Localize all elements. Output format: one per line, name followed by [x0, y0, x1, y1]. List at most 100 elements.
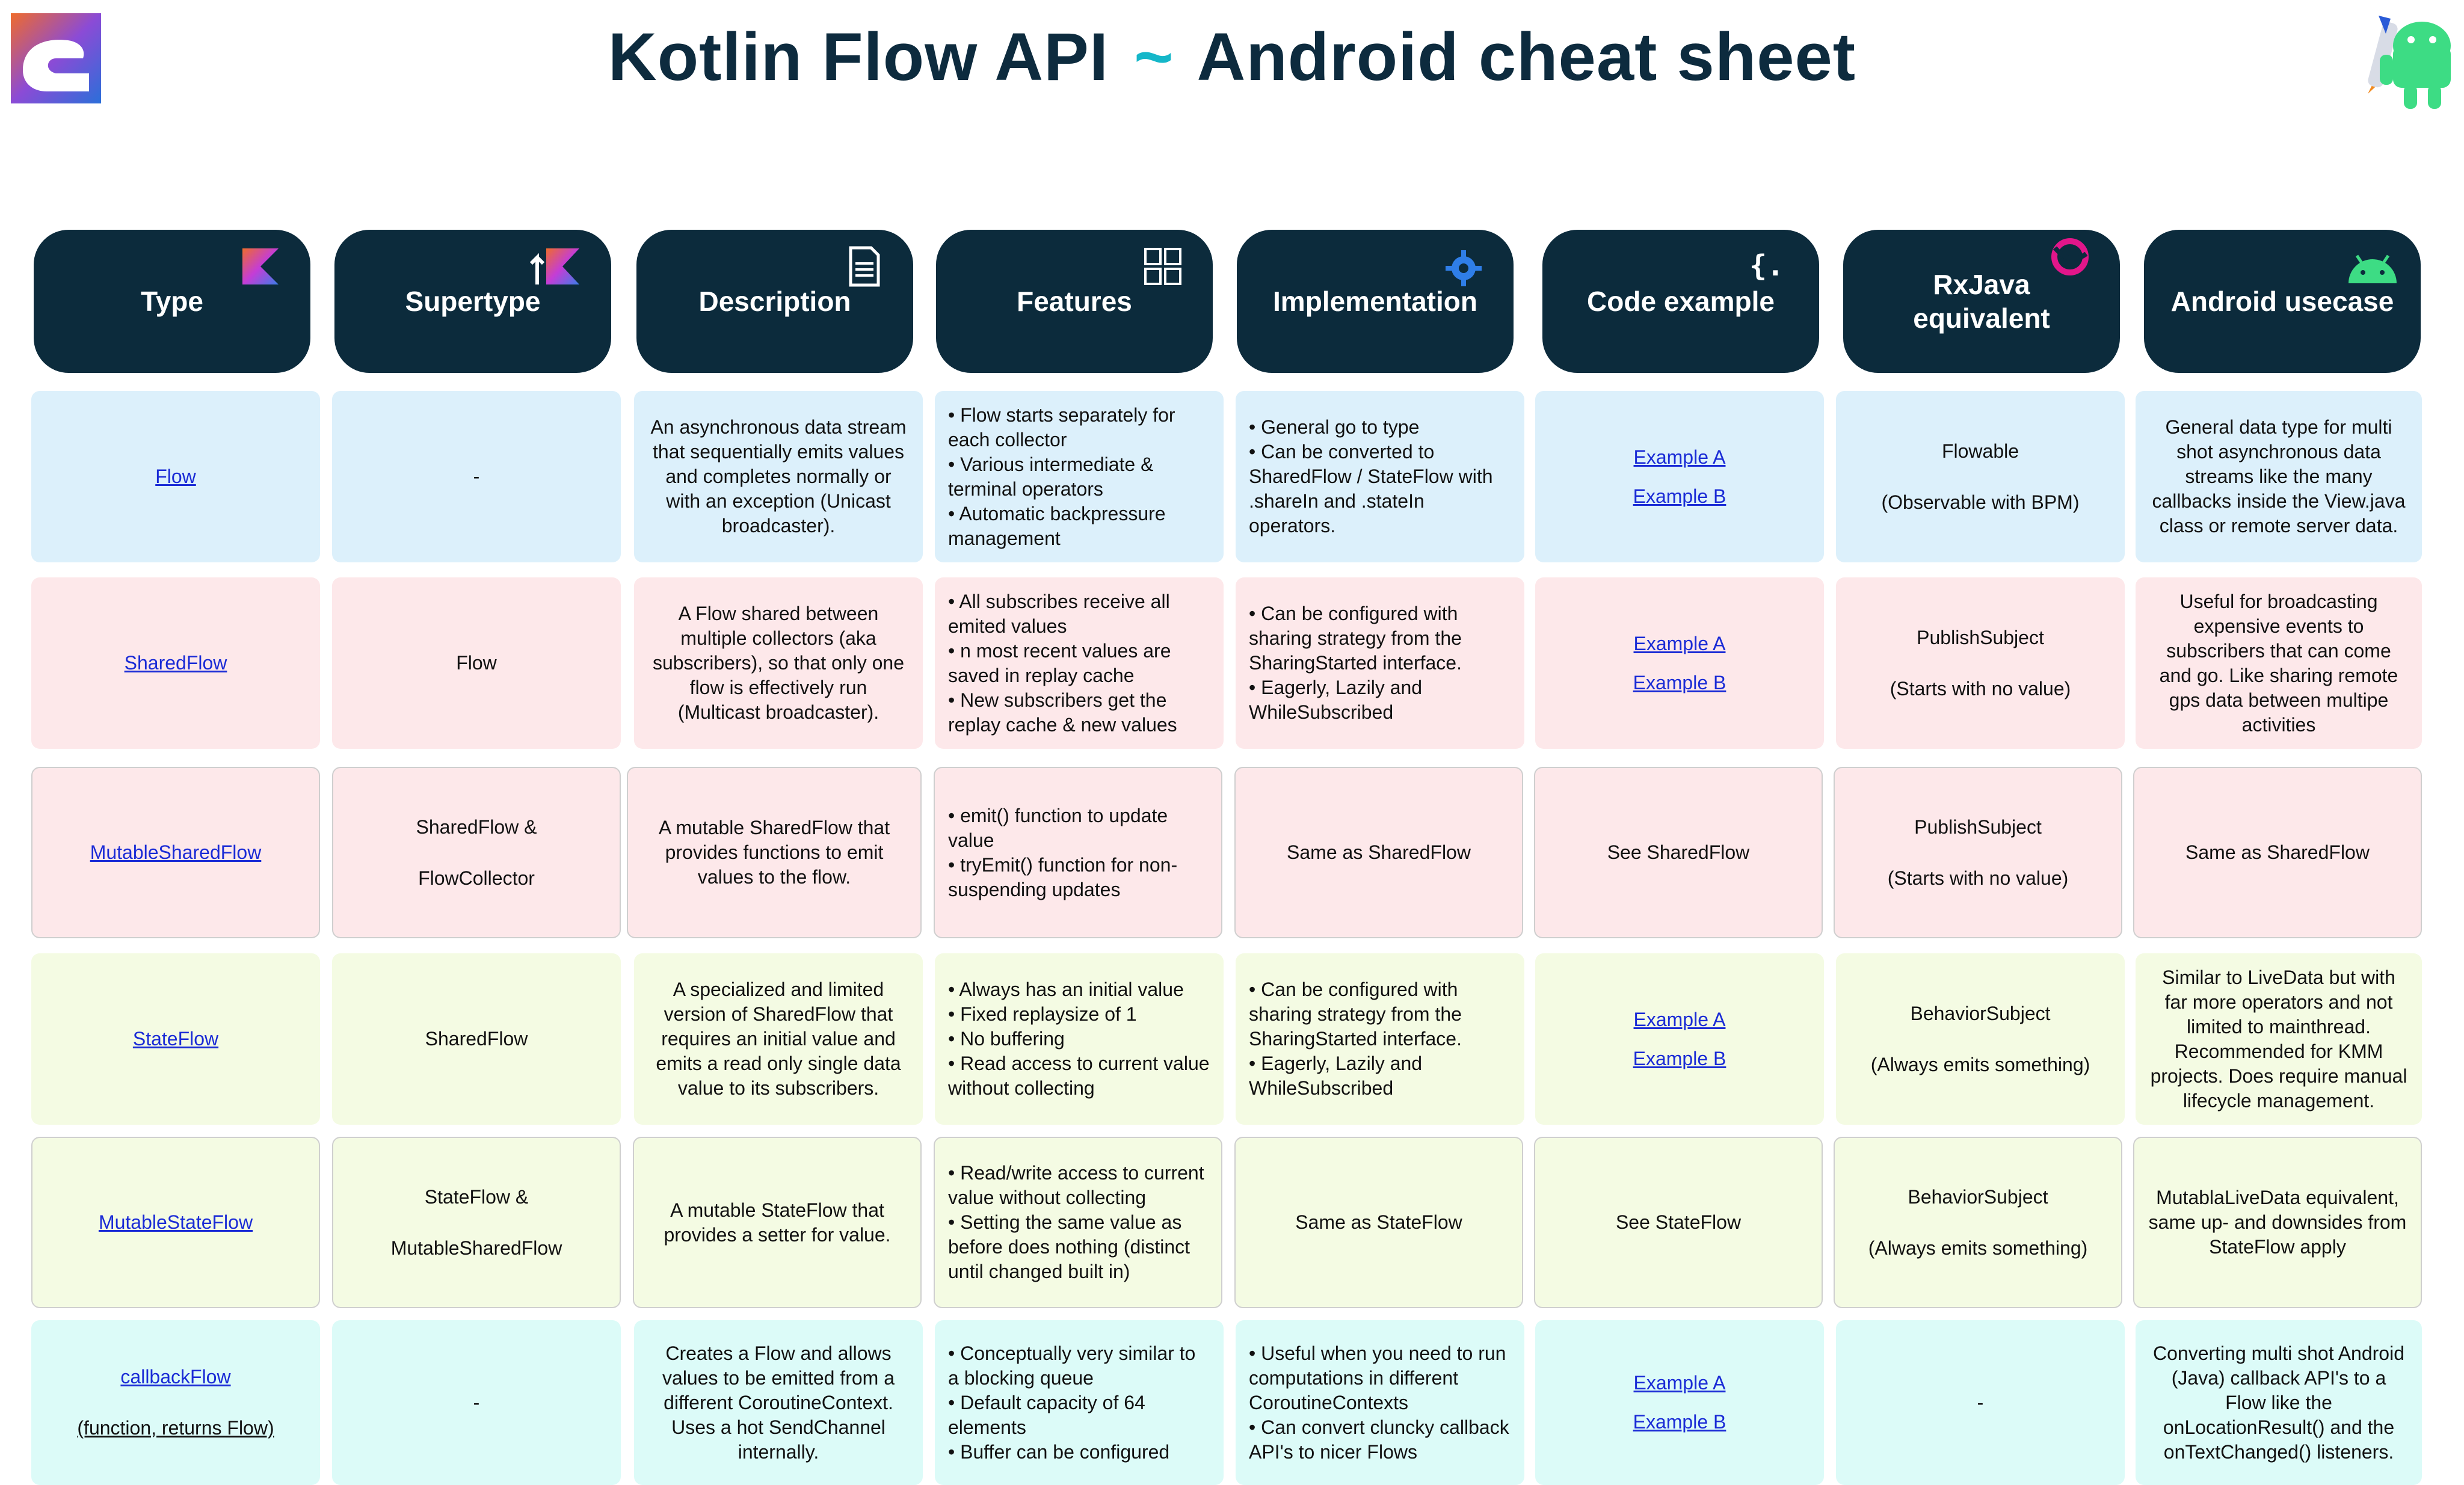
- implementation-item: • General go to type: [1249, 416, 1420, 438]
- link-example-a[interactable]: Example A: [1633, 1372, 1726, 1394]
- cell-usecase: Converting multi shot Android (Java) cal…: [2136, 1320, 2422, 1485]
- cell-description: A specialized and limited version of Sha…: [634, 953, 923, 1125]
- title-main: Kotlin Flow API: [608, 19, 1109, 94]
- feature-item: • Fixed replaysize of 1: [948, 1003, 1137, 1025]
- link-example-a[interactable]: Example A: [1633, 1008, 1726, 1030]
- header-supertype-label: Supertype: [405, 286, 541, 317]
- link-mutablesharedflow[interactable]: MutableSharedFlow: [90, 841, 262, 863]
- feature-item: • Setting the same value as before does …: [948, 1211, 1190, 1282]
- implementation-item: • Can be converted to SharedFlow / State…: [1249, 441, 1493, 537]
- cell-rxjava: BehaviorSubject (Always emits something): [1836, 953, 2125, 1125]
- cell-features: • Read/write access to current value wit…: [934, 1137, 1222, 1308]
- link-flow[interactable]: Flow: [155, 466, 196, 487]
- rx-equivalent: PublishSubject: [1914, 816, 2042, 838]
- cell-features: • All subscribes receive all emited valu…: [935, 577, 1224, 749]
- supertype-line: FlowCollector: [418, 867, 535, 889]
- cell-description: Creates a Flow and allows values to be e…: [634, 1320, 923, 1485]
- cell-description: A mutable StateFlow that provides a sett…: [633, 1137, 922, 1308]
- cell-rxjava: PublishSubject (Starts with no value): [1836, 577, 2125, 749]
- rx-note: (Starts with no value): [1887, 867, 2069, 889]
- implementation-item: • Can be configured with sharing strateg…: [1249, 979, 1462, 1050]
- cell-usecase: MutablaLiveData equivalent, same up- and…: [2133, 1137, 2422, 1308]
- link-mutablestateflow[interactable]: MutableStateFlow: [98, 1211, 253, 1233]
- android-rocket-icon: [2368, 16, 2451, 109]
- implementation-item: • Eagerly, Lazily and WhileSubscribed: [1249, 677, 1423, 723]
- column-headers: Type Supertype Description Features: [34, 230, 2422, 373]
- header-android-usecase: Android usecase: [2144, 230, 2421, 373]
- title-sub: Android cheat sheet: [1197, 19, 1856, 94]
- cell-implementation: Same as StateFlow: [1234, 1137, 1523, 1308]
- cell-usecase: Similar to LiveData but with far more op…: [2136, 953, 2422, 1125]
- feature-item: • n most recent values are saved in repl…: [948, 639, 1171, 686]
- cell-description: A Flow shared between multiple collector…: [634, 577, 923, 749]
- page-title: Kotlin Flow API ~ Android cheat sheet: [0, 18, 2464, 96]
- header-rxjava-label: RxJava equivalent: [1913, 269, 2050, 334]
- header-implementation-label: Implementation: [1273, 286, 1477, 317]
- header-type: Type: [34, 230, 310, 373]
- rx-icon: [2051, 238, 2089, 275]
- link-stateflow[interactable]: StateFlow: [132, 1028, 219, 1050]
- implementation-item: • Useful when you need to run computatio…: [1249, 1342, 1506, 1413]
- rx-equivalent: PublishSubject: [1917, 626, 2044, 648]
- cell-usecase: Same as SharedFlow: [2133, 767, 2422, 938]
- rx-note: (Always emits something): [1868, 1237, 2088, 1259]
- rx-note: (Always emits something): [1870, 1053, 2090, 1075]
- document-icon: [849, 246, 880, 287]
- cell-rxjava: BehaviorSubject (Always emits something): [1834, 1137, 2122, 1308]
- cell-implementation: • Can be configured with sharing strateg…: [1236, 953, 1524, 1125]
- supertype-line: StateFlow &: [424, 1185, 529, 1208]
- header-features-label: Features: [1017, 286, 1132, 317]
- feature-item: • tryEmit() function for non-suspending …: [948, 853, 1178, 900]
- cell-usecase: Useful for broadcasting expensive events…: [2136, 577, 2422, 749]
- cell-supertype: Flow: [332, 577, 621, 749]
- code-braces-icon: {..}: [1749, 249, 1790, 283]
- feature-item: • No buffering: [948, 1028, 1065, 1050]
- link-sharedflow[interactable]: SharedFlow: [124, 652, 227, 674]
- rx-equivalent: Flowable: [1941, 440, 2019, 462]
- cell-usecase: General data type for multi shot asynchr…: [2136, 391, 2422, 562]
- cell-features: • Conceptually very similar to a blockin…: [935, 1320, 1224, 1485]
- feature-item: • Conceptually very similar to a blockin…: [948, 1342, 1196, 1389]
- feature-item: • Always has an initial value: [948, 979, 1184, 1000]
- header-code-example-label: Code example: [1587, 286, 1775, 317]
- gear-icon: [1446, 250, 1482, 286]
- android-icon: [2348, 254, 2397, 283]
- header-supertype: Supertype: [334, 230, 611, 373]
- svg-text:{..}: {..}: [1749, 249, 1790, 283]
- rx-equivalent: BehaviorSubject: [1910, 1002, 2051, 1024]
- cell-rxjava: Flowable (Observable with BPM): [1836, 391, 2125, 562]
- header-description: Description: [636, 230, 913, 373]
- header-implementation: Implementation: [1237, 230, 1514, 373]
- cell-implementation: • General go to type • Can be converted …: [1236, 391, 1524, 562]
- logo-icon: [11, 13, 101, 103]
- header-code-example: Code example {..}: [1542, 230, 1819, 373]
- link-example-b[interactable]: Example B: [1633, 1411, 1726, 1433]
- cell-description: An asynchronous data stream that sequent…: [634, 391, 923, 562]
- cell-rxjava: -: [1836, 1320, 2125, 1485]
- up-arrow-kotlin-icon: [529, 248, 579, 284]
- link-example-a[interactable]: Example A: [1633, 446, 1726, 468]
- type-note: (function, returns Flow): [77, 1417, 274, 1439]
- rx-equivalent: BehaviorSubject: [1908, 1185, 2048, 1208]
- cell-implementation: • Useful when you need to run computatio…: [1236, 1320, 1524, 1485]
- link-example-a[interactable]: Example A: [1633, 632, 1726, 654]
- title-tilde: ~: [1134, 19, 1174, 94]
- link-example-b[interactable]: Example B: [1633, 671, 1726, 693]
- link-callbackflow[interactable]: callbackFlow: [120, 1366, 231, 1388]
- cell-code-example: Example A Example B: [1535, 1320, 1824, 1485]
- supertype-line: SharedFlow &: [416, 816, 537, 838]
- supertype-line: MutableSharedFlow: [390, 1237, 562, 1259]
- cell-code-example: Example A Example B: [1535, 391, 1824, 562]
- cell-code-example: See SharedFlow: [1534, 767, 1823, 938]
- cell-features: • Flow starts separately for each collec…: [935, 391, 1224, 562]
- link-example-b[interactable]: Example B: [1633, 1047, 1726, 1069]
- cell-type-stateflow: StateFlow: [31, 953, 320, 1125]
- rx-note: (Starts with no value): [1890, 677, 2071, 699]
- header-type-label: Type: [141, 286, 203, 317]
- link-example-b[interactable]: Example B: [1633, 485, 1726, 507]
- kotlin-icon: [242, 248, 279, 284]
- cell-supertype: StateFlow & MutableSharedFlow: [332, 1137, 621, 1308]
- implementation-item: • Can be configured with sharing strateg…: [1249, 603, 1462, 674]
- cell-code-example: See StateFlow: [1534, 1137, 1823, 1308]
- cell-supertype: -: [332, 391, 621, 562]
